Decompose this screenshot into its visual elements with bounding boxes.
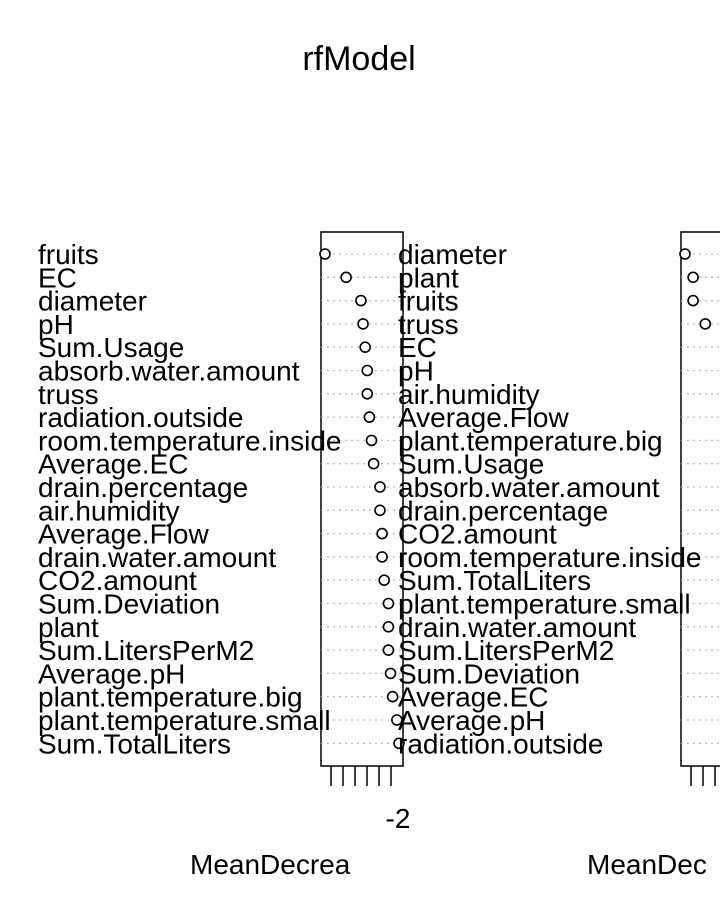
importance-point — [367, 457, 380, 470]
importance-point — [376, 551, 388, 563]
variable-label: plant.temperature.small — [398, 589, 691, 620]
variable-label: plant.temperature.small — [38, 705, 331, 736]
importance-point — [319, 248, 331, 260]
variable-label: diameter — [38, 286, 147, 317]
variable-label: pH — [38, 309, 74, 340]
importance-point — [340, 271, 352, 284]
variable-label: diameter — [398, 239, 507, 270]
variable-label: Sum.TotalLiters — [38, 728, 231, 759]
importance-point — [699, 318, 712, 330]
variable-label: truss — [38, 379, 99, 410]
importance-point — [384, 667, 397, 680]
importance-point — [393, 737, 405, 750]
importance-point — [679, 248, 691, 260]
x-axis-title: MeanDecrea — [190, 849, 351, 880]
importance-point — [359, 341, 371, 354]
importance-point — [374, 504, 386, 517]
variable-label: room.temperature.inside — [398, 542, 701, 573]
variable-label: absorb.water.amount — [398, 472, 660, 503]
variable-label: Sum.Deviation — [398, 658, 580, 689]
variable-label: drain.water.amount — [38, 542, 276, 573]
importance-point — [687, 271, 699, 284]
variable-label: Average.Flow — [398, 402, 569, 433]
importance-point — [687, 294, 699, 307]
variable-label: air.humidity — [398, 379, 540, 410]
variable-label: truss — [398, 309, 459, 340]
variable-label: EC — [398, 332, 437, 363]
importance-point — [376, 527, 388, 540]
variable-label: Sum.Usage — [398, 449, 544, 480]
variable-label: Sum.LitersPerM2 — [38, 635, 254, 666]
variable-label: fruits — [398, 286, 459, 317]
chart-title: rfModel — [302, 40, 415, 78]
variable-label: plant.temperature.big — [38, 682, 303, 713]
variable-label: CO2.amount — [398, 519, 557, 550]
panel-frame — [320, 231, 404, 767]
variable-label: drain.percentage — [38, 472, 248, 503]
variable-label: Average.EC — [398, 682, 548, 713]
importance-point — [374, 481, 386, 493]
variable-label: radiation.outside — [38, 402, 243, 433]
panel-frame — [680, 231, 720, 767]
variable-label: plant — [398, 262, 459, 293]
importance-point — [361, 364, 374, 377]
importance-point — [382, 620, 395, 633]
variable-label: Average.pH — [38, 658, 185, 689]
variable-label: CO2.amount — [38, 565, 197, 596]
importance-point — [386, 690, 399, 703]
variable-label: pH — [398, 356, 434, 387]
importance-point — [382, 597, 395, 610]
importance-point — [361, 387, 374, 400]
x-axis-title: MeanDec — [587, 849, 707, 880]
variable-label: Average.Flow — [38, 519, 209, 550]
importance-point — [391, 714, 403, 726]
variable-label: room.temperature.inside — [38, 425, 341, 456]
variable-label: air.humidity — [38, 495, 180, 526]
variable-label: Sum.Usage — [38, 332, 184, 363]
importance-point — [363, 411, 376, 423]
variable-label: Sum.TotalLiters — [398, 565, 591, 596]
variable-label: Sum.Deviation — [38, 589, 220, 620]
importance-point — [378, 574, 391, 587]
variable-label: radiation.outside — [398, 728, 603, 759]
axis-tick-label: -2 — [386, 803, 411, 834]
variable-label: plant.temperature.big — [398, 425, 663, 456]
variable-label: drain.percentage — [398, 495, 608, 526]
variable-label: fruits — [38, 239, 99, 270]
variable-label: Average.pH — [398, 705, 545, 736]
importance-point — [355, 294, 367, 307]
variable-label: Average.EC — [38, 449, 188, 480]
variable-label: absorb.water.amount — [38, 356, 300, 387]
variable-label: EC — [38, 262, 77, 293]
variable-label: Sum.LitersPerM2 — [398, 635, 614, 666]
variable-label: drain.water.amount — [398, 612, 636, 643]
variable-label: plant — [38, 612, 99, 643]
importance-point — [382, 644, 395, 656]
importance-point — [365, 434, 378, 447]
importance-point — [357, 318, 369, 330]
